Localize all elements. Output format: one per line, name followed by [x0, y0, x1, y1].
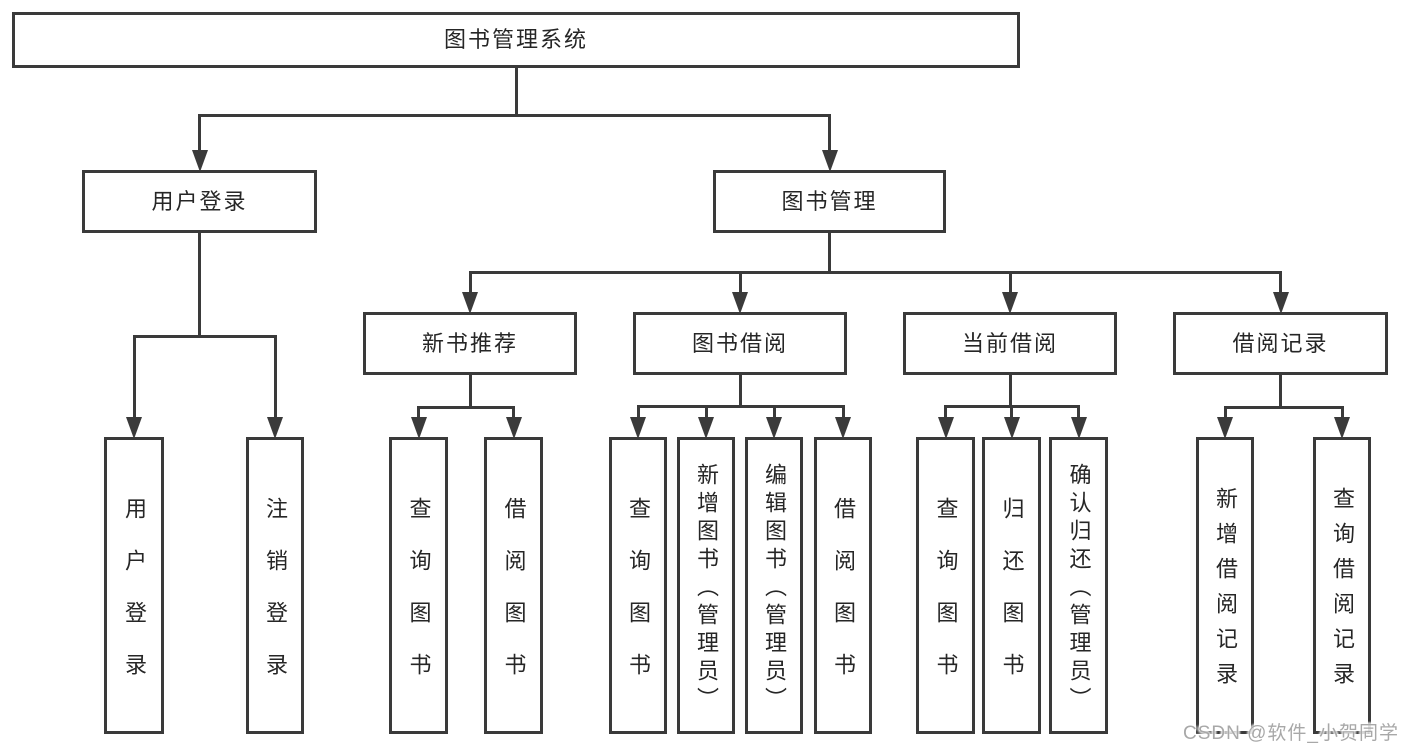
arrow-down-icon [267, 417, 283, 439]
node-br-query-record: 查询借阅记录 [1313, 437, 1371, 734]
connector-line [198, 233, 201, 338]
connector-line [636, 405, 845, 408]
connector-line [738, 375, 742, 408]
arrow-down-icon [821, 150, 838, 172]
node-bb-borrow-book: 借阅图书 [814, 437, 872, 734]
node-cb-return-book: 归还图书 [982, 437, 1041, 734]
node-ul-user-login: 用户登录 [104, 437, 164, 734]
node-label: 新增借阅记录 [1213, 487, 1238, 697]
arrow-down-icon [1272, 292, 1289, 314]
node-label: 注销登录 [263, 496, 288, 705]
connector-line [704, 405, 708, 421]
connector-line [828, 233, 831, 274]
connector-line [198, 114, 201, 154]
arrow-down-icon [732, 292, 748, 314]
node-new-book-rec: 新书推荐 [363, 312, 577, 375]
arrow-down-icon [630, 417, 646, 439]
connector-line [841, 405, 845, 421]
connector-line [273, 335, 277, 421]
connector-line [944, 405, 947, 421]
node-ul-logout: 注销登录 [246, 437, 304, 734]
node-label: 图书管理系统 [443, 27, 588, 52]
connector-line [1223, 406, 1344, 409]
connector-line [1008, 375, 1012, 408]
connector-line [1223, 406, 1227, 421]
node-label: 图书管理 [781, 188, 878, 214]
connector-line [132, 335, 136, 421]
node-label: 编辑图书（管理员） [762, 462, 787, 715]
arrow-down-icon [126, 417, 142, 439]
node-label: 借阅图书 [501, 496, 527, 705]
node-label: 借阅记录 [1232, 330, 1329, 356]
node-bb-query-book: 查询图书 [609, 437, 667, 734]
node-borrow-records: 借阅记录 [1173, 312, 1388, 375]
connector-line [417, 406, 420, 421]
connector-line [514, 68, 518, 117]
arrow-down-icon [766, 417, 782, 439]
node-label: 查询借阅记录 [1330, 487, 1355, 697]
arrow-down-icon [1334, 417, 1350, 439]
node-nb-query-book: 查询图书 [389, 437, 448, 734]
connector-line [1340, 406, 1344, 421]
arrow-down-icon [505, 417, 522, 439]
node-label: 借阅图书 [831, 496, 856, 705]
node-label: 查询图书 [626, 496, 651, 705]
node-nb-borrow-book: 借阅图书 [484, 437, 543, 734]
connector-line [512, 406, 515, 421]
arrow-down-icon [410, 417, 427, 439]
watermark: CSDN @软件_小贺同学 [1183, 723, 1399, 744]
node-br-add-record: 新增借阅记录 [1196, 437, 1254, 734]
node-label: 当前借阅 [961, 330, 1058, 356]
arrow-down-icon [1070, 417, 1087, 439]
connector-line [468, 271, 1282, 274]
connector-line [1077, 405, 1080, 421]
connector-line [1279, 375, 1282, 409]
node-current-borrow: 当前借阅 [903, 312, 1117, 375]
arrow-down-icon [1002, 292, 1018, 314]
connector-line [1010, 405, 1013, 421]
arrow-down-icon [191, 150, 208, 172]
connector-line [198, 114, 831, 117]
arrow-down-icon [1003, 417, 1020, 439]
connector-line [468, 375, 472, 409]
arrow-down-icon [462, 292, 478, 314]
node-book-borrow: 图书借阅 [633, 312, 847, 375]
connector-line [417, 406, 515, 409]
node-label: 新书推荐 [421, 330, 518, 356]
arrow-down-icon [698, 417, 714, 439]
node-label: 确认归还（管理员） [1066, 462, 1092, 715]
connector-line [468, 271, 472, 296]
connector-line [1008, 271, 1012, 296]
connector-line [1279, 271, 1282, 296]
node-bb-add-book: 新增图书（管理员） [677, 437, 735, 734]
node-label: 用户登录 [122, 496, 147, 705]
node-label: 用户登录 [151, 188, 248, 214]
node-label: 归还图书 [999, 496, 1025, 705]
node-label: 新增图书（管理员） [694, 462, 719, 715]
node-cb-confirm-return: 确认归还（管理员） [1049, 437, 1108, 734]
node-label: 查询图书 [406, 496, 432, 705]
node-user-login: 用户登录 [82, 170, 317, 233]
connector-line [738, 271, 742, 296]
arrow-down-icon [1217, 417, 1233, 439]
arrow-down-icon [937, 417, 954, 439]
node-label: 查询图书 [933, 496, 959, 705]
connector-line [132, 335, 277, 338]
node-book-mgmt: 图书管理 [713, 170, 946, 233]
connector-line [828, 114, 831, 154]
node-label: 图书借阅 [691, 330, 788, 356]
arrow-down-icon [835, 417, 851, 439]
node-root: 图书管理系统 [12, 12, 1020, 68]
connector-line [636, 405, 640, 421]
node-bb-edit-book: 编辑图书（管理员） [745, 437, 803, 734]
node-cb-query-book: 查询图书 [916, 437, 975, 734]
connector-line [772, 405, 776, 421]
